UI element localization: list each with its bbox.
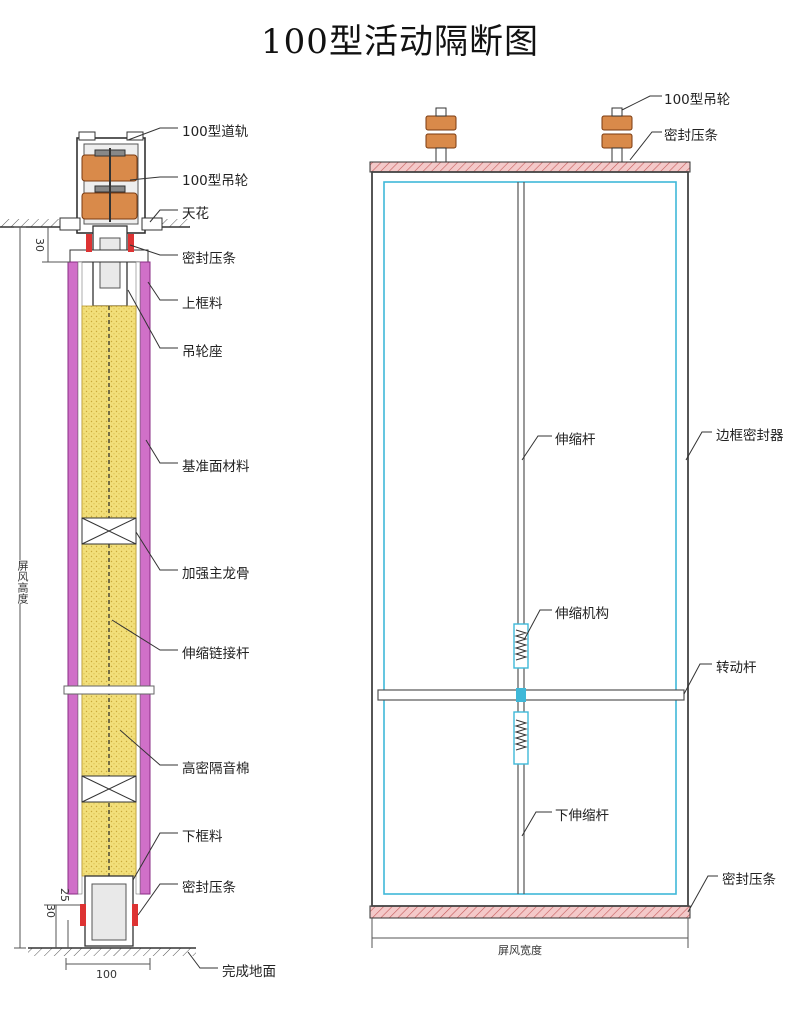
label-sound-wool: 高密隔音棉 [182, 761, 250, 777]
label-r-rotating-rod: 转动杆 [716, 660, 757, 676]
label-r-edge-seal: 边框密封器 [716, 428, 784, 444]
bottom-frame-assembly [80, 875, 138, 947]
label-floor: 完成地面 [222, 964, 276, 980]
panel-frame [371, 171, 689, 907]
main-keel-top [81, 517, 137, 545]
top-wheel-right [601, 107, 633, 163]
hanger-wheel-left [81, 148, 138, 222]
label-track: 100型道轨 [182, 124, 249, 140]
label-r-top-seal: 密封压条 [664, 128, 718, 144]
width-dimension [371, 918, 689, 948]
face-panel-left [67, 261, 79, 895]
main-keel-bottom [81, 775, 137, 803]
rotating-rod-bar [377, 689, 685, 701]
left-section-view [0, 127, 218, 970]
label-bottom-seal: 密封压条 [182, 880, 236, 896]
dim-bottom-30: 30 [44, 904, 57, 918]
label-r-hanger-wheel: 100型吊轮 [664, 92, 731, 108]
dim-bottom-25: 25 [58, 888, 71, 902]
dim-thickness: 100 [96, 968, 117, 981]
label-r-telescopic-mech: 伸缩机构 [555, 606, 609, 622]
label-hanger-wheel: 100型吊轮 [182, 173, 249, 189]
label-r-telescopic-rod: 伸缩杆 [555, 432, 596, 448]
label-main-keel: 加强主龙骨 [182, 566, 250, 582]
dim-screen-width: 屏风宽度 [498, 944, 542, 957]
dim-screen-height: 屏风高度 [14, 560, 30, 604]
top-seal-strip [369, 161, 691, 173]
dim-top-gap: 30 [33, 238, 46, 252]
floor-line [28, 947, 196, 956]
label-wheel-seat: 吊轮座 [182, 344, 223, 360]
right-leader-lines [521, 95, 718, 913]
diagram-title: 100型活动隔断图 [261, 22, 539, 62]
top-frame-assembly [69, 225, 149, 307]
right-elevation-view [369, 95, 718, 948]
label-r-lower-rod: 下伸缩杆 [555, 808, 609, 824]
label-bottom-frame: 下框料 [182, 829, 223, 845]
label-r-bottom-seal: 密封压条 [722, 872, 776, 888]
face-panel-right [139, 261, 151, 895]
label-top-seal: 密封压条 [182, 251, 236, 267]
label-ceiling: 天花 [182, 206, 209, 222]
label-link-rod: 伸缩链接杆 [182, 646, 250, 662]
bottom-seal-strip [369, 905, 691, 919]
label-base-face: 基准面材料 [182, 459, 250, 475]
telescopic-mechanism [513, 623, 529, 765]
edge-seal-frame [383, 181, 677, 895]
label-top-frame: 上框料 [182, 296, 223, 312]
left-leader-lines [111, 127, 218, 969]
top-wheel-left [425, 107, 457, 163]
break-line [63, 685, 155, 695]
